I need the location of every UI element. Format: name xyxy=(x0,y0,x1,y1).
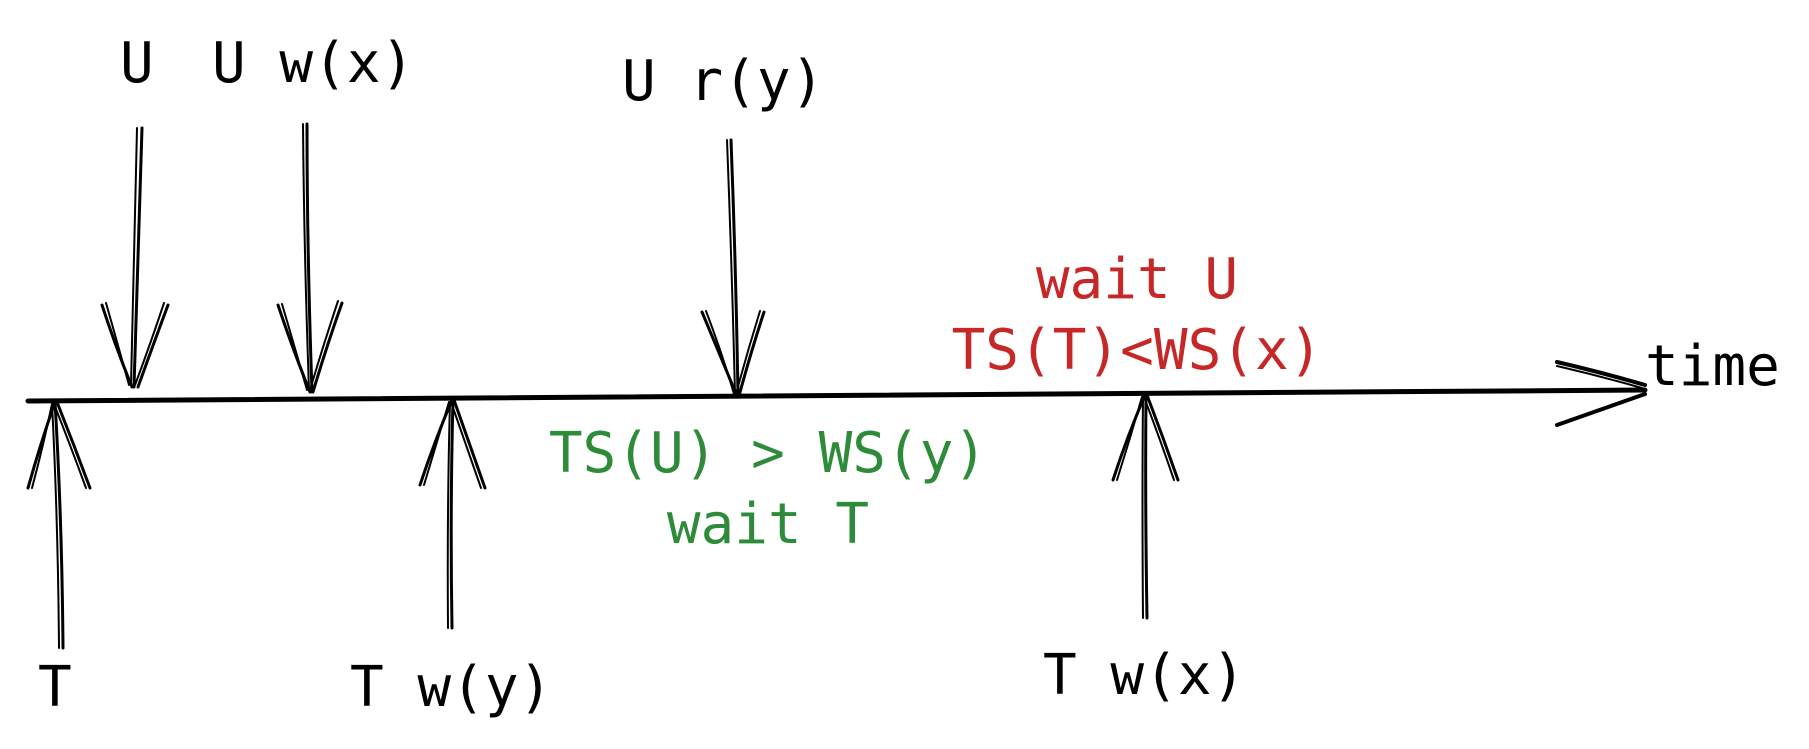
arrow-u-start xyxy=(100,126,170,389)
arrow-u-read-y xyxy=(700,138,766,398)
time-axis-arrowhead-upper xyxy=(1555,360,1647,387)
label-u-read-y: U r(y) xyxy=(622,49,824,114)
arrow-t-write-y xyxy=(418,398,487,630)
annotation-green-line1: TS(U) > WS(y) xyxy=(549,421,987,486)
time-axis-label: time xyxy=(1645,334,1780,399)
arrow-u-write-x xyxy=(276,122,344,394)
label-t-write-x: T w(x) xyxy=(1043,643,1245,708)
time-axis xyxy=(25,360,1648,427)
label-u-write-x: U w(x) xyxy=(212,31,414,96)
annotation-green-line2: wait T xyxy=(667,492,869,557)
label-u-start: U xyxy=(120,31,154,96)
time-axis-arrowhead-upper-sketch xyxy=(1556,365,1643,389)
time-axis-arrowhead-lower xyxy=(1555,392,1647,427)
annotation-red-line1: wait U xyxy=(1036,247,1238,312)
label-t-start: T xyxy=(38,655,72,720)
annotation-red-line2: TS(T)<WS(x) xyxy=(952,318,1323,383)
arrow-t-start xyxy=(26,400,92,650)
label-t-write-y: T w(y) xyxy=(350,655,552,720)
time-axis-line xyxy=(25,387,1648,404)
arrow-t-write-x xyxy=(1111,393,1180,620)
